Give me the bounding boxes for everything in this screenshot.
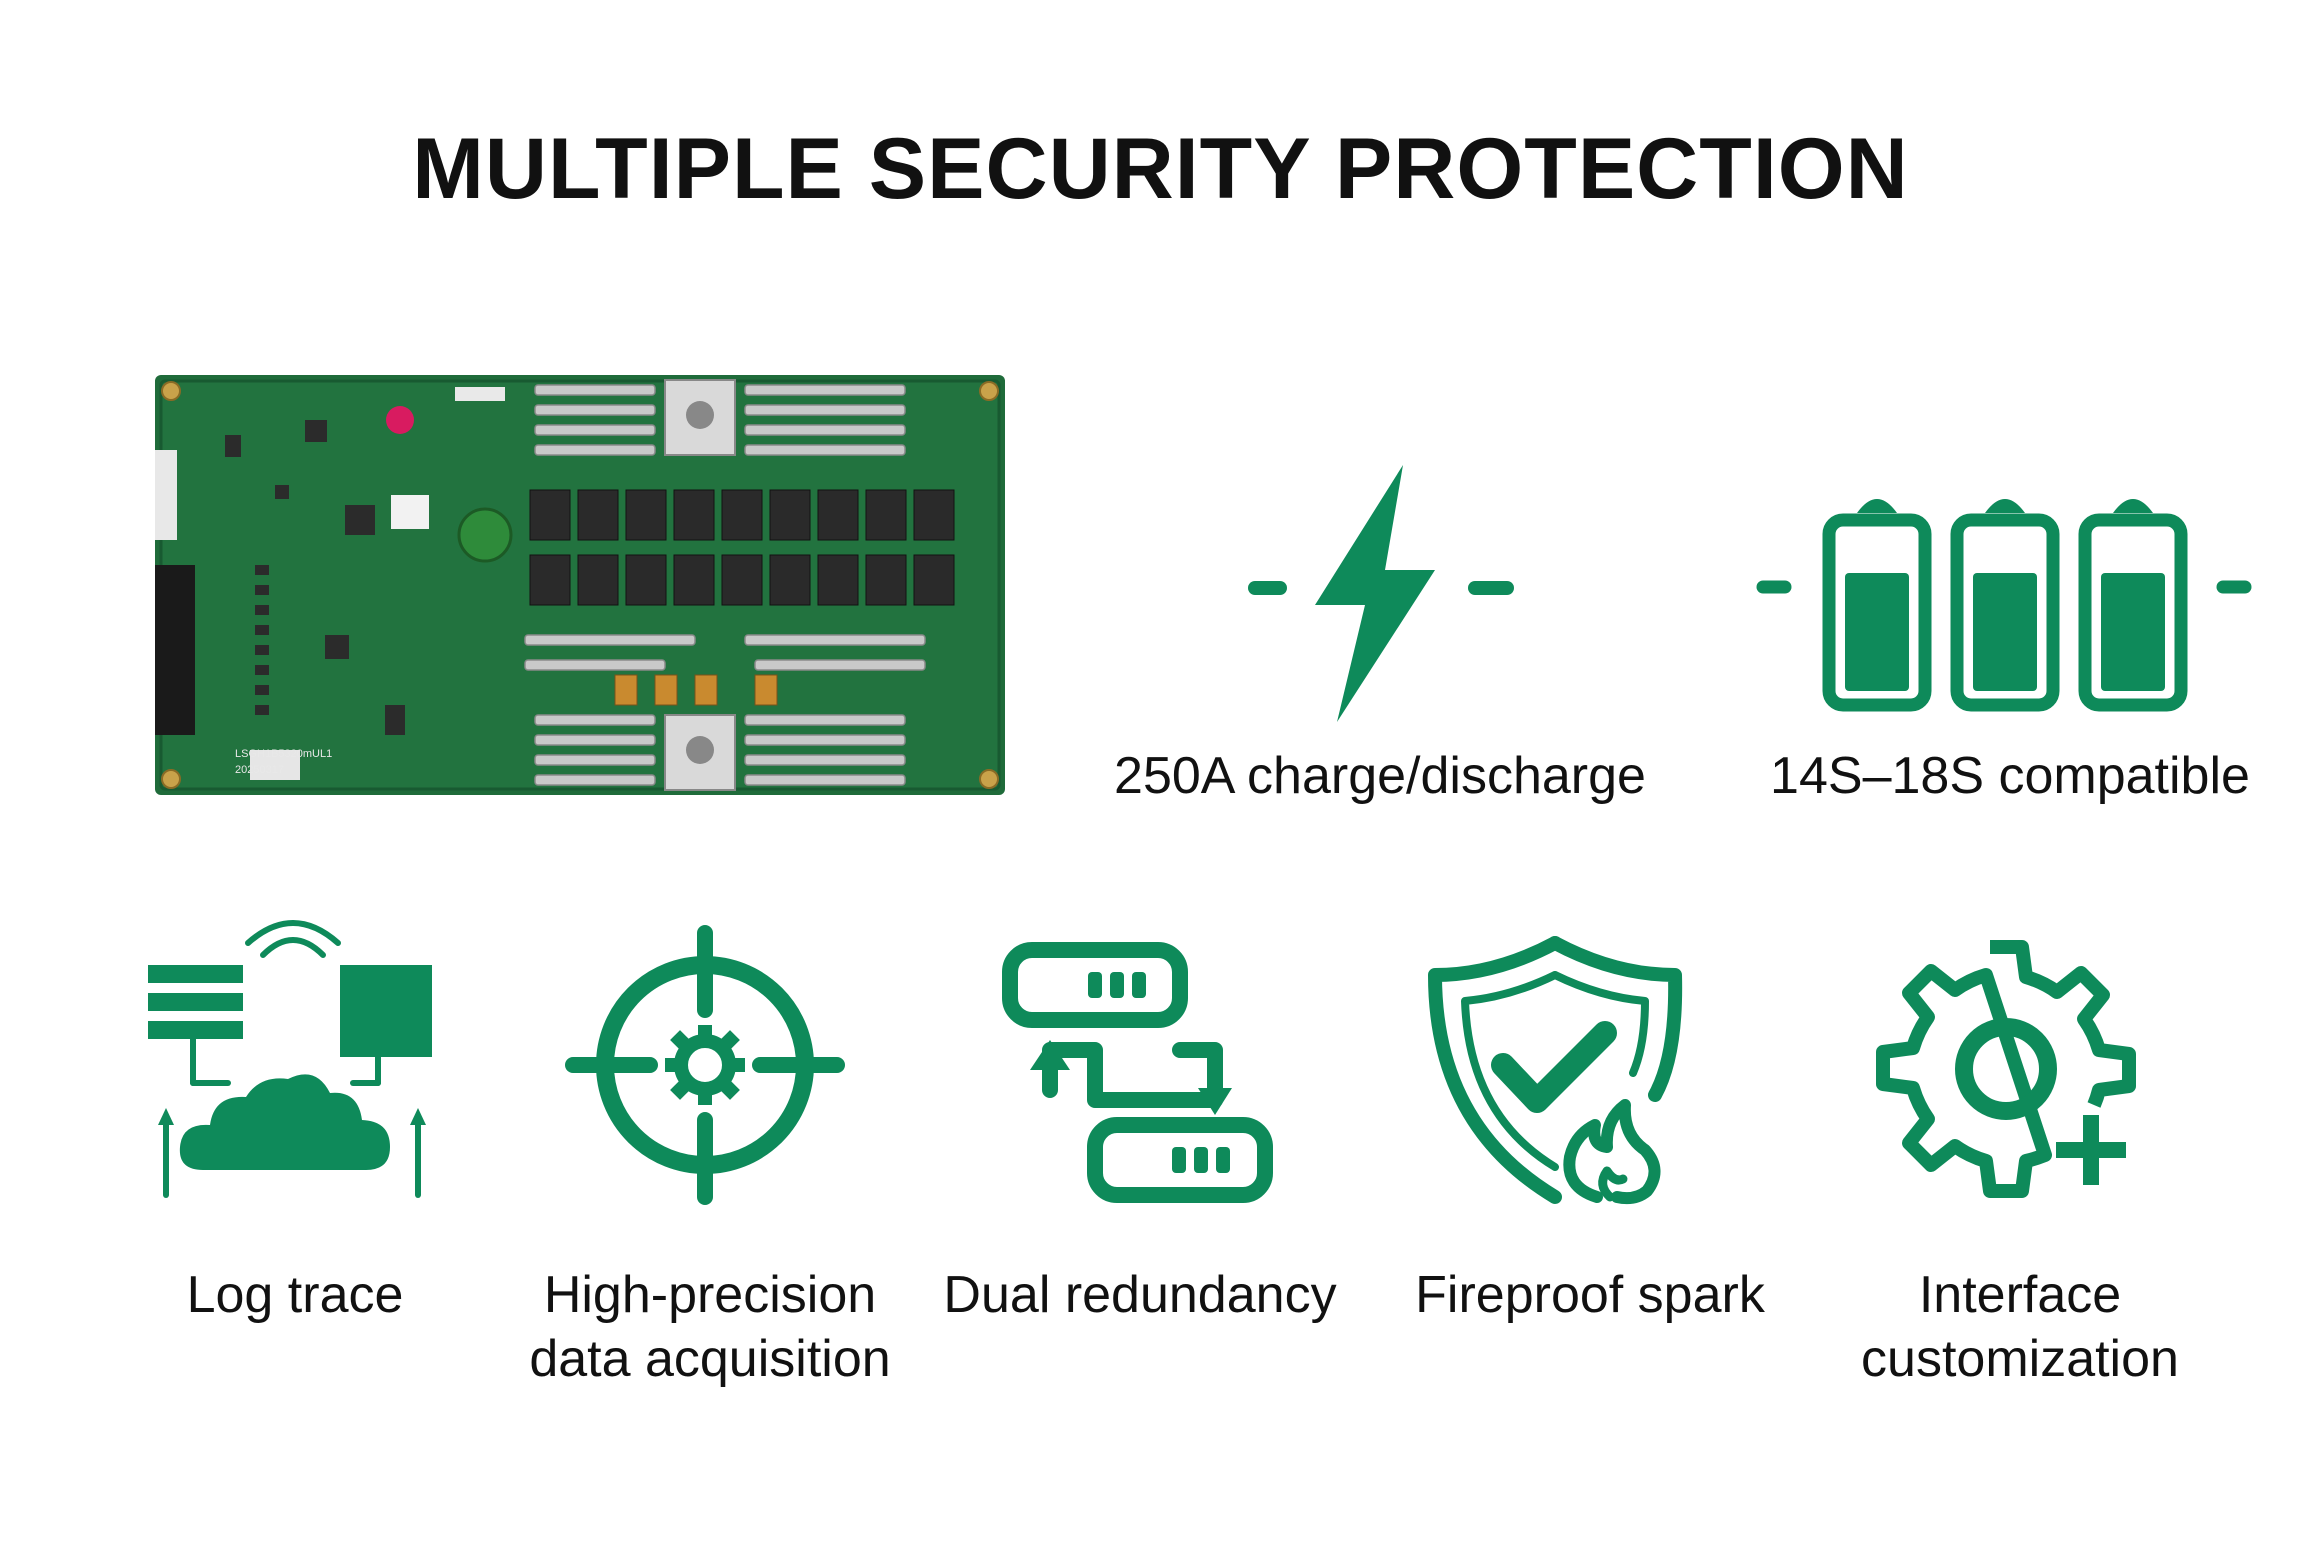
crosshair-gear-icon (565, 925, 845, 1205)
feature-label-fireproof: Fireproof spark (1415, 1266, 1765, 1324)
shield-fire-icon (1428, 936, 1683, 1205)
board-silkscreen-date: 20250317 (235, 764, 284, 776)
feature-label-charge: 250A charge/discharge (1114, 747, 1646, 805)
feature-label-log-trace: Log trace (186, 1266, 404, 1324)
board-silkscreen-id: LSGH1B5320mUL1 (235, 748, 332, 760)
lightning-icon (1248, 465, 1514, 722)
page-title: MULTIPLE SECURITY PROTECTION (412, 121, 1909, 217)
redundancy-icon (1002, 942, 1273, 1203)
batteries-icon (1756, 499, 2252, 712)
feature-label-redundancy: Dual redundancy (943, 1266, 1337, 1324)
gear-plus-icon (1876, 940, 2136, 1198)
bms-board-image: LSGH1B5320mUL1 20250317 (155, 375, 1005, 795)
feature-label-compatible: 14S–18S compatible (1770, 747, 2250, 805)
cloud-log-icon (148, 920, 432, 1198)
